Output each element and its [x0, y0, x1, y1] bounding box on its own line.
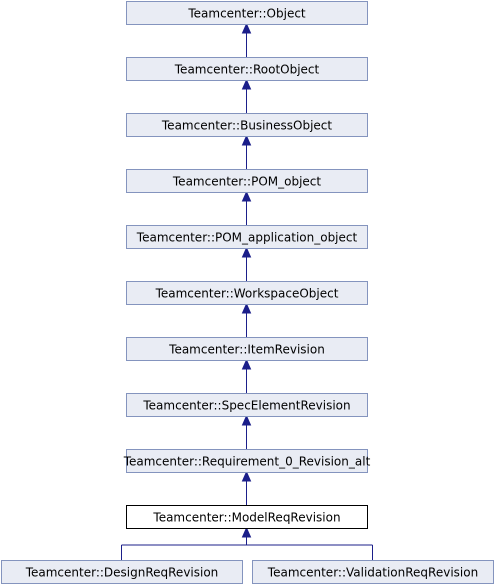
- class-node-validation-req-revision[interactable]: Teamcenter::ValidationReqRevision: [252, 560, 494, 584]
- inheritance-arrowhead: [241, 78, 252, 90]
- class-node-root-object[interactable]: Teamcenter::RootObject: [126, 57, 368, 81]
- class-node-pom-application-object[interactable]: Teamcenter::POM_application_object: [126, 225, 368, 249]
- class-box[interactable]: [126, 113, 368, 137]
- class-label: Teamcenter::POM_application_object: [136, 231, 358, 245]
- class-node-pom-object[interactable]: Teamcenter::POM_object: [126, 169, 368, 193]
- inheritance-arrowhead: [241, 358, 252, 370]
- class-node-business-object[interactable]: Teamcenter::BusinessObject: [126, 113, 368, 137]
- inheritance-arrowhead: [241, 526, 252, 538]
- inheritance-edges: [121, 22, 373, 560]
- inheritance-arrowhead: [241, 302, 252, 314]
- class-box[interactable]: [126, 393, 368, 417]
- class-node-object[interactable]: Teamcenter::Object: [126, 1, 368, 25]
- class-box[interactable]: [126, 169, 368, 193]
- class-label: Teamcenter::BusinessObject: [161, 119, 332, 133]
- class-node-design-req-revision[interactable]: Teamcenter::DesignReqRevision: [1, 560, 243, 584]
- inheritance-arrowhead: [241, 246, 252, 258]
- class-label: Teamcenter::RootObject: [174, 63, 320, 77]
- class-label: Teamcenter::POM_object: [172, 175, 322, 189]
- inheritance-arrowhead: [241, 414, 252, 426]
- class-node-item-revision[interactable]: Teamcenter::ItemRevision: [126, 337, 368, 361]
- class-label: Teamcenter::Requirement_0_Revision_alt: [123, 455, 371, 469]
- class-node-workspace-object[interactable]: Teamcenter::WorkspaceObject: [126, 281, 368, 305]
- class-box[interactable]: [126, 337, 368, 361]
- class-node-requirement-0-revision-alt[interactable]: Teamcenter::Requirement_0_Revision_alt: [123, 449, 371, 473]
- class-label: Teamcenter::WorkspaceObject: [155, 287, 339, 301]
- class-node-spec-element-revision[interactable]: Teamcenter::SpecElementRevision: [126, 393, 368, 417]
- class-label: Teamcenter::ModelReqRevision: [152, 511, 340, 525]
- inheritance-arrowhead: [241, 470, 252, 482]
- inheritance-arrowhead: [241, 190, 252, 202]
- class-box[interactable]: [126, 57, 368, 81]
- class-label: Teamcenter::ValidationReqRevision: [267, 566, 478, 580]
- inheritance-arrowhead: [241, 134, 252, 146]
- class-box[interactable]: [126, 1, 368, 25]
- class-label: Teamcenter::DesignReqRevision: [25, 566, 219, 580]
- inheritance-arrowhead: [241, 22, 252, 34]
- class-label: Teamcenter::ItemRevision: [168, 343, 325, 357]
- class-label: Teamcenter::SpecElementRevision: [142, 399, 350, 413]
- class-box: [126, 505, 368, 529]
- class-box[interactable]: [126, 281, 368, 305]
- class-node-model-req-revision: Teamcenter::ModelReqRevision: [126, 505, 368, 529]
- class-box[interactable]: [126, 225, 368, 249]
- class-label: Teamcenter::Object: [187, 7, 306, 21]
- class-box[interactable]: [126, 449, 368, 473]
